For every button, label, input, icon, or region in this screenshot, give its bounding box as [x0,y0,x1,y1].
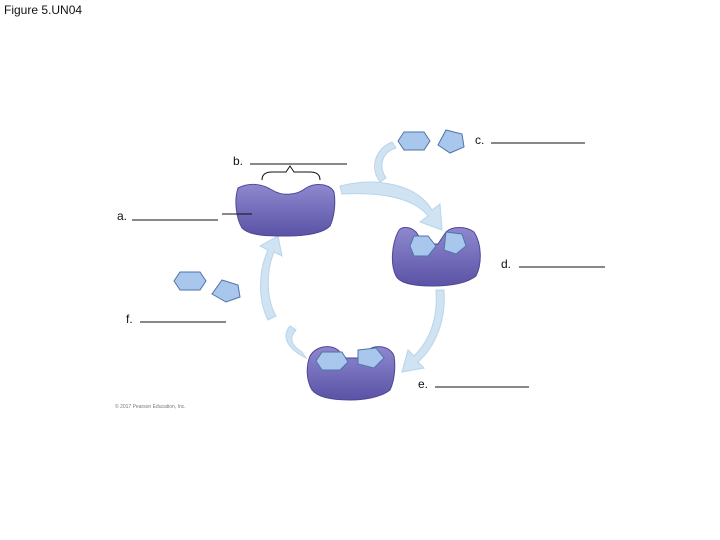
arrow-right [401,289,445,373]
arrow-top [339,181,443,231]
product-bound-2 [357,347,385,369]
enzyme-substrate-complex [391,227,481,287]
label-e: e. [418,377,428,391]
figure-title: Figure 5.UN04 [4,3,83,17]
label-f: f. [126,312,133,326]
label-a: a. [117,209,127,223]
arrow-left [258,235,283,321]
substrate-bound-2 [443,231,467,255]
arrow-substrate-in [374,141,397,183]
substrate-bound-1 [409,235,437,257]
product-bound-1 [315,351,349,371]
products-released [173,271,241,303]
substrates-free [397,129,465,154]
substrate-pentagon [437,129,465,154]
product-pentagon [211,279,241,303]
active-site-bracket [261,165,321,181]
copyright-notice: © 2017 Pearson Education, Inc. [115,403,186,410]
enzyme-product-complex [306,346,396,401]
label-c: c. [475,133,484,147]
enzyme-free [235,183,336,237]
label-d: d. [501,257,511,271]
cycle-arrows [258,141,445,373]
substrate-hexagon [397,131,431,151]
label-b: b. [233,154,243,168]
arrow-product-out [285,325,308,360]
product-hexagon [173,271,207,291]
